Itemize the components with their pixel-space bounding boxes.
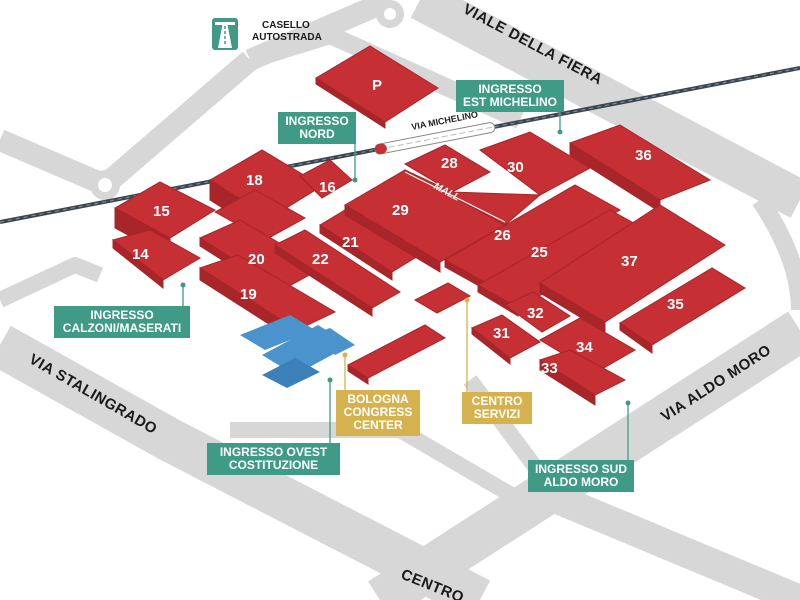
hall-28[interactable]	[403, 144, 492, 193]
label-hall-22: 22	[312, 251, 329, 268]
centro-servizi-line1: CENTRO	[471, 394, 523, 408]
label-parking: P	[372, 77, 382, 94]
hall-labels: 15 14 18 16 20 19 21 22 28 30 29 26 25 3…	[132, 77, 684, 377]
label-hall-19: 19	[240, 286, 257, 303]
entrance-est-line1: INGRESSO	[478, 82, 542, 96]
road-left-inner[interactable]	[0, 257, 103, 308]
entrance-ovest-line2: COSTITUZIONE	[228, 458, 319, 472]
roundabout-n	[376, 0, 404, 28]
label-hall-28: 28	[441, 155, 458, 172]
entrance-nord-line2: NORD	[299, 127, 335, 141]
road-bottom-right[interactable]	[554, 486, 800, 600]
entrance-sud-aldo-moro[interactable]: INGRESSO SUD ALDO MORO	[528, 460, 634, 492]
label-hall-16: 16	[319, 179, 336, 196]
congress-line3: CENTER	[353, 418, 403, 432]
entrance-sud-line2: ALDO MORO	[543, 475, 619, 489]
label-hall-20: 20	[248, 251, 265, 268]
label-hall-18: 18	[246, 172, 263, 189]
label-hall-33: 33	[541, 360, 558, 377]
hall-16[interactable]	[299, 159, 353, 199]
centro-servizi-building[interactable]	[413, 282, 472, 314]
label-hall-14: 14	[132, 246, 149, 263]
highway-icon	[212, 18, 238, 50]
label-casello-line1: CASELLO	[262, 20, 310, 31]
label-hall-29: 29	[392, 202, 409, 219]
road-right-edge[interactable]	[752, 195, 800, 311]
entrance-nord[interactable]: INGRESSO NORD	[278, 112, 356, 144]
label-casello-line2: AUTOSTRADA	[252, 32, 322, 43]
label-hall-36: 36	[635, 147, 652, 164]
entrance-calzoni-line1: INGRESSO	[90, 308, 154, 322]
entrance-calzoni-line2: CALZONI/MASERATI	[62, 321, 182, 335]
label-hall-15: 15	[153, 203, 170, 220]
road-left-top[interactable]	[0, 51, 258, 196]
label-hall-32: 32	[527, 305, 544, 322]
label-hall-21: 21	[342, 234, 359, 251]
entrance-ovest-costituzione[interactable]: INGRESSO OVEST COSTITUZIONE	[207, 443, 340, 475]
label-bologna-congress-center[interactable]: BOLOGNA CONGRESS CENTER	[336, 390, 420, 436]
centro-servizi-line2: SERVIZI	[473, 407, 521, 421]
congress-line1: BOLOGNA	[347, 392, 409, 406]
congress-line2: CONGRESS	[343, 405, 413, 419]
hall-32[interactable]	[504, 291, 571, 333]
label-hall-30: 30	[507, 159, 524, 176]
callout-leaders	[180, 110, 631, 460]
label-hall-37: 37	[621, 253, 638, 270]
exhibition-halls	[111, 45, 746, 406]
roundabout-nw	[90, 170, 120, 200]
label-hall-25: 25	[531, 244, 548, 261]
label-hall-34: 34	[576, 339, 593, 356]
entrance-ovest-line1: INGRESSO OVEST	[219, 445, 328, 459]
road-viale-della-fiera[interactable]	[410, 0, 800, 218]
entrance-est-michelino[interactable]: INGRESSO EST MICHELINO	[456, 80, 564, 112]
entrance-est-line2: EST MICHELINO	[462, 95, 557, 109]
entrance-sud-line1: INGRESSO SUD	[534, 462, 627, 476]
road-via-stalingrado[interactable]	[0, 325, 491, 600]
train-icon	[374, 122, 496, 155]
mall-block[interactable]	[404, 169, 542, 226]
label-hall-26: 26	[494, 227, 511, 244]
label-centro-servizi[interactable]: CENTRO SERVIZI	[462, 392, 532, 424]
entrance-calzoni-maserati[interactable]: INGRESSO CALZONI/MASERATI	[54, 306, 190, 338]
bologna-congress-center[interactable]	[240, 315, 355, 388]
label-hall-35: 35	[667, 296, 684, 313]
label-hall-31: 31	[493, 325, 510, 342]
entrance-nord-line1: INGRESSO	[285, 114, 349, 128]
